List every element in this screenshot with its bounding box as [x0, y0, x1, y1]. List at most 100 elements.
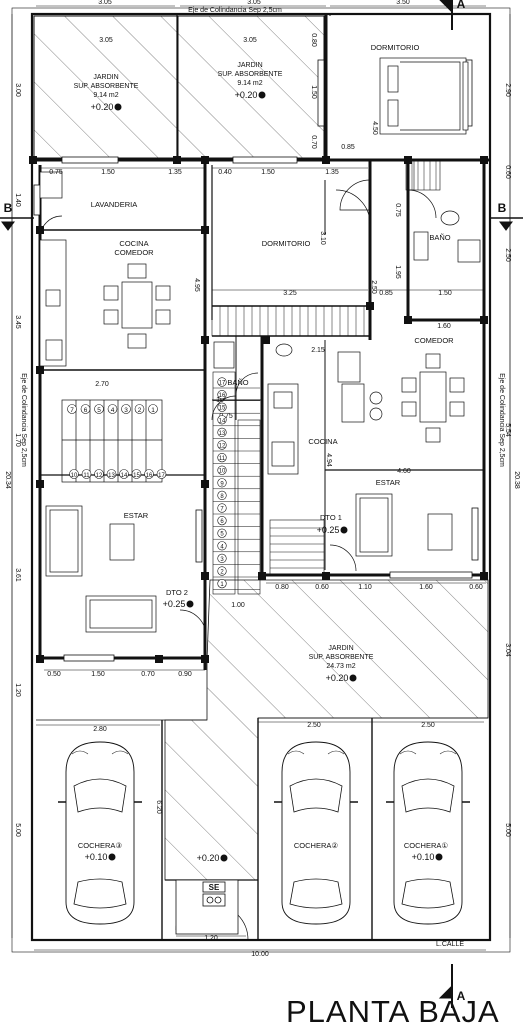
stair-step-marker: [148, 404, 158, 414]
dim-d-250c: 2.50: [421, 722, 435, 729]
dim-d-100: 1.00: [231, 602, 245, 609]
dim-d-070b: 0.70: [141, 671, 155, 678]
dim-w-075: 0.75: [49, 169, 63, 176]
dim-left-170: 1.70: [14, 433, 21, 447]
garden-center-area: 9.14 m2: [237, 80, 262, 87]
room-comedor: COMEDOR: [414, 336, 454, 345]
stair-step-number: 3: [124, 407, 128, 414]
garden-left-area: 9.14 m2: [93, 92, 118, 99]
garden-bottom-sub: SUP. ABSORBENTE: [309, 654, 374, 661]
garden-bottom-level-marker: [349, 674, 357, 682]
dim-d-495: 4.95: [193, 278, 200, 292]
stair-step-number: 16: [219, 393, 226, 399]
stair-step-marker: [67, 404, 77, 414]
section-b-right: B: [498, 201, 507, 215]
dining-table-right: [401, 353, 465, 443]
dim-right-2038: 20.38: [513, 471, 520, 489]
stair-step-marker: [217, 503, 227, 513]
stair-step-marker: [81, 469, 92, 479]
stair-step-marker: [217, 566, 227, 576]
dim-left-2034: 20.34: [4, 471, 11, 489]
dim-d-080: 0.80: [310, 33, 317, 47]
stair-step-number: 10: [71, 473, 78, 479]
stair-step-marker: [131, 469, 142, 479]
unit-dto1-level-marker: [340, 526, 348, 534]
dim-left-120: 1.20: [14, 683, 21, 697]
section-a-top: A: [457, 0, 466, 11]
dim-w-150a: 1.50: [101, 169, 115, 176]
room-bano-right: BAÑO: [429, 233, 450, 242]
parking-3-name: COCHERA③: [78, 841, 123, 850]
stair-step-number: 8: [220, 494, 224, 500]
stair-step-marker: [156, 469, 167, 479]
dim-w-150b: 1.50: [261, 169, 275, 176]
garden-center-sub: SUP. ABSORBENTE: [218, 71, 283, 78]
stair-step-marker: [217, 402, 227, 412]
cars: [58, 741, 470, 925]
garden-center-hatch: [177, 15, 325, 159]
room-estar-left: ESTAR: [124, 511, 149, 520]
stair-step-number: 15: [133, 473, 140, 479]
stair-step-marker: [217, 528, 227, 538]
garden-center-level: +0.20: [235, 90, 258, 100]
stair-step-number: 12: [96, 473, 103, 479]
room-lavanderia: LAVANDERIA: [91, 200, 137, 209]
dim-d-450: 4.50: [371, 121, 378, 135]
parking-1-level: +0.10: [412, 852, 435, 862]
stair-step-marker: [217, 478, 227, 488]
dim-right-250: 2.50: [504, 248, 511, 262]
stair-step-marker: [134, 404, 145, 414]
section-a-bottom: A: [457, 989, 466, 1003]
dim-d-150v: 1.50: [310, 85, 317, 99]
stair-step-marker: [217, 515, 227, 526]
stair-center: [212, 371, 261, 595]
unit-dto2-name: DTO 2: [166, 588, 188, 597]
stair-step-number: 6: [84, 407, 88, 414]
unit-dto1-level: +0.25: [317, 525, 340, 535]
stair-step-number: 16: [146, 473, 153, 479]
stair-step-marker: [119, 469, 129, 479]
stair-step-marker: [106, 469, 117, 479]
dim-d-150d: 1.50: [91, 671, 105, 678]
stair-step-marker: [144, 469, 154, 479]
stair-step-number: 11: [83, 473, 90, 479]
dim-left-140: 1.40: [14, 193, 21, 207]
stair-step-marker: [217, 578, 227, 589]
stair-step-number: 5: [97, 407, 101, 414]
section-b-left: B: [4, 201, 13, 215]
stair-step-number: 2: [138, 407, 142, 414]
dim-right-060: 0.60: [504, 165, 511, 179]
dim-d-060a: 0.60: [315, 584, 329, 591]
unit-dto2-level-marker: [186, 600, 194, 608]
dim-left-361: 3.61: [14, 568, 21, 582]
dim-jl-w: 3.05: [99, 37, 113, 44]
dim-d-280: 2.80: [93, 726, 107, 733]
garden-left-sub: SUP. ABSORBENTE: [74, 83, 139, 90]
room-dormitorio-center: DORMITORIO: [262, 239, 311, 248]
unit-dto1-name: DTO 1: [320, 513, 342, 522]
entry-level-marker: [220, 854, 228, 862]
stair-step-marker: [121, 404, 131, 414]
stair-step-number: 14: [219, 418, 226, 424]
stair-step-marker: [107, 404, 118, 414]
stair-left: [61, 399, 163, 483]
parking-3-level-marker: [108, 853, 116, 861]
plan-title: PLANTA BAJA: [286, 994, 500, 1029]
room-dormitorio-top: DORMITORIO: [371, 43, 420, 52]
stair-step-marker: [217, 427, 227, 438]
stair-step-number: 13: [108, 473, 115, 479]
dim-d-075b: 0.75: [394, 203, 401, 217]
dim-d-090: 0.90: [178, 671, 192, 678]
boundary-axis-right: Eje de Colindancia Sep 2,5cm: [498, 373, 505, 467]
kitchen-counters: [39, 171, 481, 475]
stair-step-number: 17: [219, 381, 226, 387]
dim-d-085: 0.85: [341, 144, 355, 151]
dim-w-135b: 1.35: [325, 169, 339, 176]
garden-bottom-level: +0.20: [326, 673, 349, 683]
stair-step-number: 15: [219, 406, 226, 412]
dim-d-620: 6.20: [155, 800, 162, 814]
dim-d-250b: 2.50: [307, 722, 321, 729]
stair-step-marker: [217, 377, 227, 387]
garden-left-level-marker: [114, 103, 122, 111]
stair-step-number: 4: [111, 407, 115, 414]
